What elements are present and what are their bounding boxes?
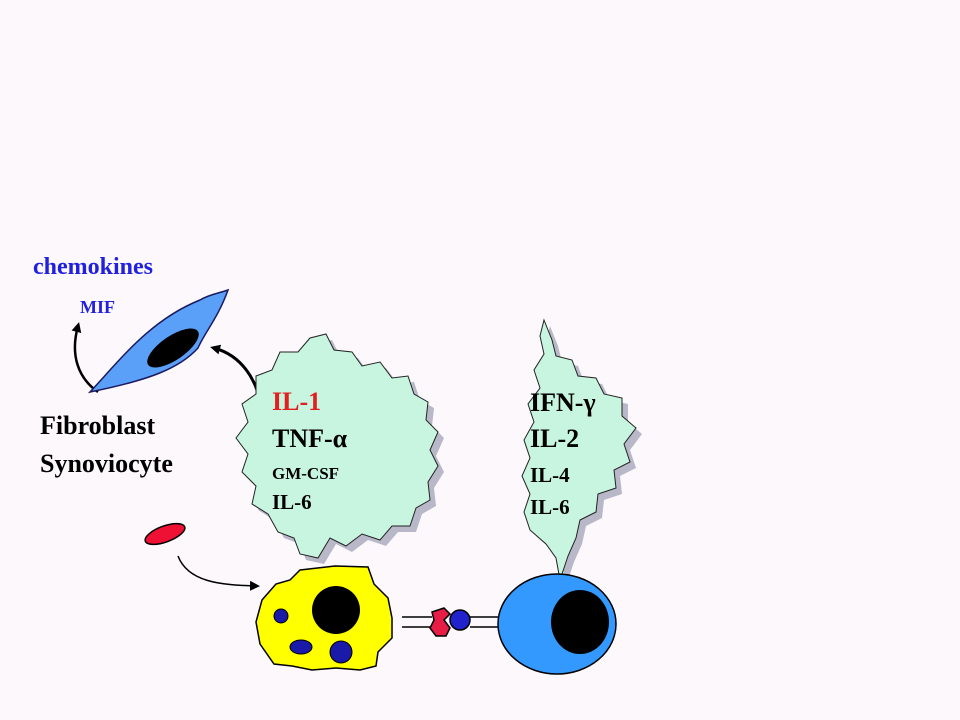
macrophage-cytokine-cloud: IL-1 TNF-α GM-CSF IL-6: [235, 333, 444, 564]
gmcsf-label: GM-CSF: [272, 464, 339, 483]
mhc-tcr-connectors: [402, 616, 498, 628]
tcell-cloud-body: [521, 318, 637, 581]
il2-label: IL-2: [530, 424, 579, 453]
il4-label: IL-4: [530, 463, 570, 487]
macrophage-granule-2: [289, 639, 313, 655]
ifn-gamma-label: IFN-γ: [530, 388, 596, 417]
synoviocyte-label: Synoviocyte: [40, 449, 173, 478]
mif-arrow: [71, 322, 99, 394]
fibroblast-cell: [87, 288, 230, 394]
il1-label: IL-1: [272, 387, 321, 416]
fibroblast-label: Fibroblast: [40, 411, 155, 440]
macrophage-granule-1: [273, 608, 289, 624]
macrophage-il6-label: IL-6: [272, 490, 312, 514]
antigen: [144, 522, 186, 546]
t-cell-nucleus: [551, 590, 609, 654]
mhc-molecule: [429, 607, 452, 637]
t-cell: [497, 573, 617, 675]
antigen-uptake-arrow: [177, 555, 260, 591]
antigen-peptide: [449, 609, 471, 631]
tcell-cytokine-cloud: IFN-γ IL-2 IL-4 IL-6: [521, 318, 642, 586]
macrophage-cell: [255, 565, 393, 671]
fibroblast-nucleus: [147, 328, 199, 368]
chemokines-label: chemokines: [33, 254, 153, 280]
mif-label: MIF: [80, 297, 115, 317]
tnf-alpha-label: TNF-α: [272, 424, 348, 453]
fibroblast-body: [87, 288, 230, 394]
cloud-body: [235, 333, 439, 559]
macrophage-nucleus: [312, 586, 360, 634]
macrophage-granule-3: [329, 640, 353, 664]
tcell-il6-label: IL-6: [530, 495, 570, 519]
